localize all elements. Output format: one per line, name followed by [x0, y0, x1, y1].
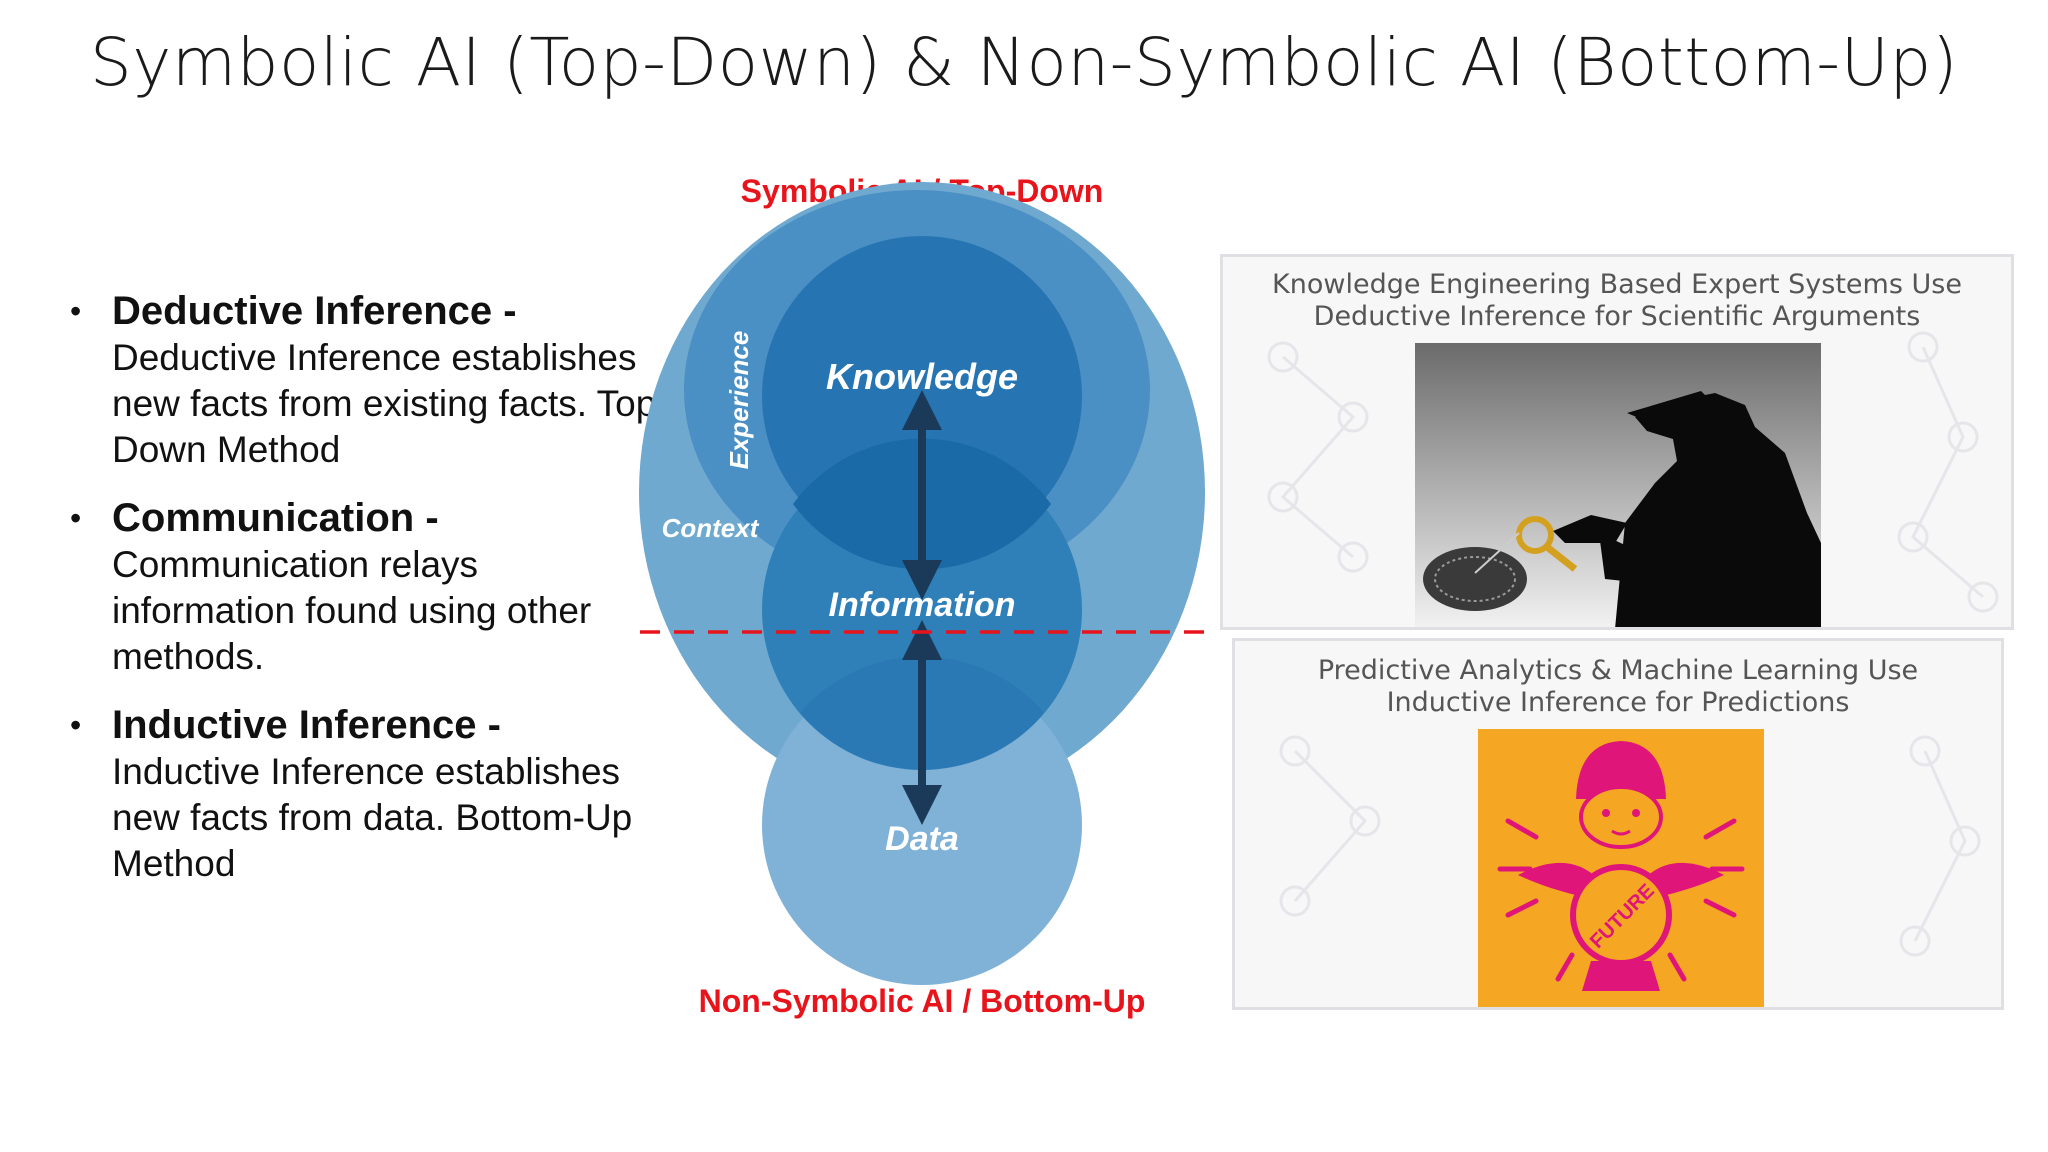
bullet-dot: • [70, 500, 82, 536]
predictive-analytics-panel: Predictive Analytics & Machine Learning … [1232, 638, 2004, 1010]
bullet-description: Deductive Inference establishes new fact… [112, 337, 669, 470]
molecule-pattern-background [1279, 735, 1981, 957]
molecule-pattern-background [1267, 331, 1999, 613]
bullet-list: • Deductive Inference - Deductive Infere… [70, 288, 670, 909]
bullet-dash: - [414, 496, 439, 540]
bullet-communication: • Communication - Communication relays i… [70, 495, 670, 680]
bullet-term: Deductive Inference [112, 289, 493, 333]
bullet-dash: - [492, 289, 517, 333]
bullet-dot: • [70, 293, 82, 329]
fortune-teller-crystal-ball-icon: FUTURE [1478, 729, 1764, 1007]
bullet-description: Inductive Inference establishes new fact… [112, 751, 633, 884]
data-label: Data [885, 820, 959, 858]
bullet-dot: • [70, 707, 82, 743]
context-label: Context [662, 513, 760, 543]
expert-systems-panel: Knowledge Engineering Based Expert Syste… [1220, 254, 2014, 630]
panel-caption-line2: Inductive Inference for Predictions [1386, 687, 1850, 718]
bullet-description: Communication relays information found u… [112, 544, 592, 677]
bullet-deductive: • Deductive Inference - Deductive Infere… [70, 288, 670, 473]
bullet-inductive: • Inductive Inference - Inductive Infere… [70, 702, 670, 887]
bullet-term: Communication [112, 496, 415, 540]
panel-caption-line1: Predictive Analytics & Machine Learning … [1317, 655, 1919, 686]
diagram-svg: Symbolic AI / Top-Down Knowledge Informa… [639, 173, 1218, 1019]
experience-label: Experience [724, 331, 754, 470]
knowledge-label: Knowledge [826, 356, 1018, 397]
bullet-term: Inductive Inference [112, 703, 477, 747]
panel-caption-line2: Deductive Inference for Scientific Argum… [1313, 301, 1921, 332]
information-label: Information [829, 586, 1016, 624]
knowledge-pyramid-diagram: Symbolic AI / Top-Down Knowledge Informa… [630, 160, 1220, 1040]
bottom-label: Non-Symbolic AI / Bottom-Up [699, 983, 1146, 1019]
bullet-dash: - [476, 703, 501, 747]
detective-silhouette-icon [1415, 343, 1821, 627]
panel-caption-line1: Knowledge Engineering Based Expert Syste… [1272, 269, 1962, 300]
slide-title: Symbolic AI (Top-Down) & Non-Symbolic AI… [89, 24, 1959, 101]
